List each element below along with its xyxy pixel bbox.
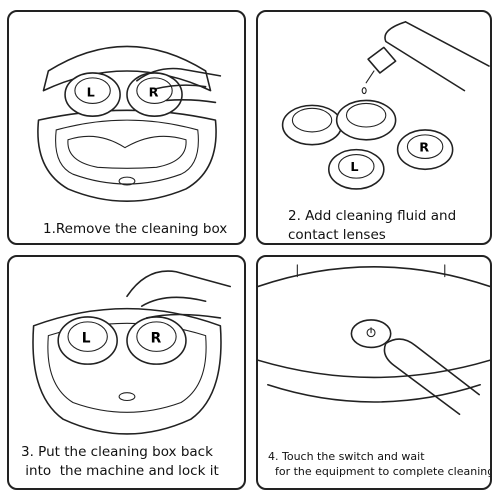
- lens-label-right: R: [149, 86, 159, 101]
- machine-body: [37, 109, 217, 203]
- lens-label-left: L: [82, 331, 91, 347]
- step-1-caption: 1.Remove the cleaning box: [43, 221, 228, 237]
- step-4-panel: 4. Touch the switch and wait for the equ…: [256, 255, 492, 490]
- lens-well-left: [281, 104, 343, 146]
- lens-cap-right: [126, 72, 183, 117]
- step-3-caption: 3. Put the cleaning box back into the ma…: [21, 444, 219, 479]
- lens-label-left: L: [350, 160, 358, 175]
- step-4-illustration: [258, 264, 490, 416]
- step-1-panel: L R 1.Remove the cleaning box: [7, 10, 246, 245]
- lens-well-right: [335, 99, 397, 141]
- step-2-panel: L R 2. Add cleaning fluid and contact le…: [256, 10, 492, 245]
- lens-label-right: R: [419, 141, 429, 156]
- step-4-caption: 4. Touch the switch and wait for the equ…: [268, 450, 492, 478]
- finger: [383, 338, 480, 416]
- machine-top: [258, 266, 490, 403]
- step-1-illustration: L R: [37, 45, 222, 203]
- lens-cap-right: [126, 316, 187, 365]
- step-3-illustration: L R: [32, 270, 231, 435]
- hand: [136, 67, 222, 104]
- machine-body: [32, 307, 222, 435]
- touch-switch: [350, 319, 392, 349]
- step-3-panel: L R 3. Put the cleaning box back into th…: [7, 255, 246, 490]
- lens-cap-left: [64, 72, 121, 117]
- hand: [126, 270, 231, 319]
- lens-label-left: L: [87, 86, 95, 101]
- lens-label-right: R: [151, 331, 162, 347]
- fluid-bottle: [367, 21, 490, 92]
- step-2-illustration: L R: [281, 21, 490, 190]
- step-2-caption: 2. Add cleaning fluid and contact lenses: [288, 208, 457, 243]
- lens-cap-left: [57, 316, 118, 365]
